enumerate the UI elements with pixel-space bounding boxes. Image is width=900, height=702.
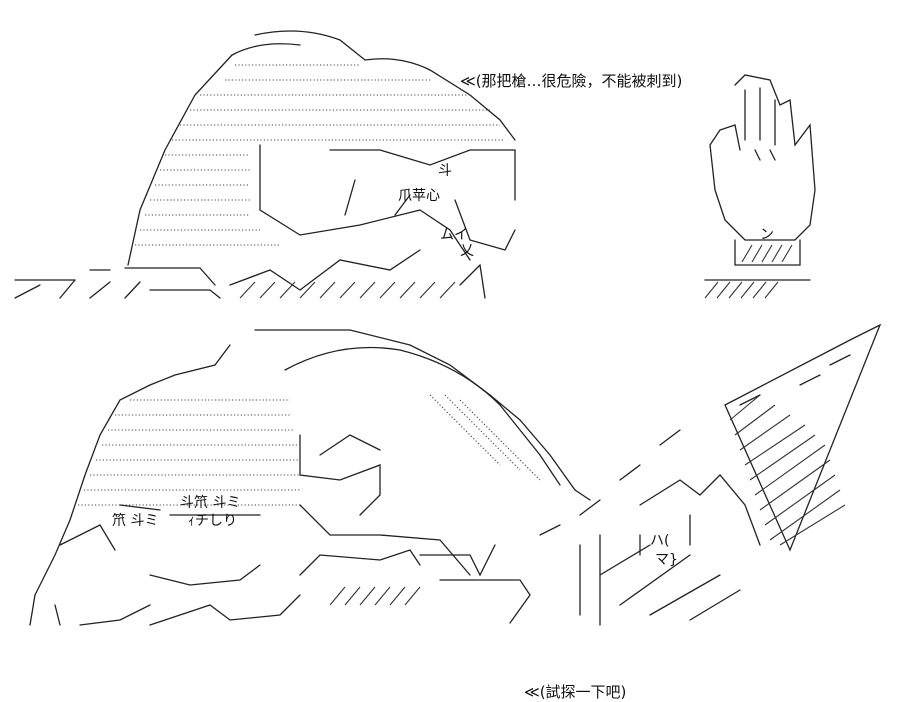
speech-text-top: ≪(那把槍…很危險，不能被刺到) (460, 72, 683, 90)
art-glyph: ムイ (440, 227, 468, 243)
top-character-art (14, 30, 816, 299)
panel-top: ≪(那把槍…很危險，不能被刺到) 爪苹心 斗 ムイ ン 乂 (0, 0, 900, 305)
art-glyph: 爪苹心 (398, 188, 440, 204)
art-glyph: マ} (655, 552, 678, 568)
art-glyph: 乂 (460, 243, 474, 259)
art-glyph: 笊 斗ミ (112, 513, 159, 529)
art-glyph: 斗笊 斗ミ (180, 495, 241, 511)
speech-text-bottom: ≪(試探一下吧) (524, 683, 627, 701)
bottom-character-art (29, 323, 882, 626)
art-glyph: ｨチしり (188, 513, 237, 529)
art-glyph: ハ( (650, 533, 670, 549)
panel-bottom: ≪(試探一下吧) 斗笊 斗ミ 笊 斗ミ ｨチしり ハ( マ} (0, 305, 900, 701)
art-glyph: 斗 (438, 163, 452, 179)
art-glyph: ン (760, 227, 774, 243)
